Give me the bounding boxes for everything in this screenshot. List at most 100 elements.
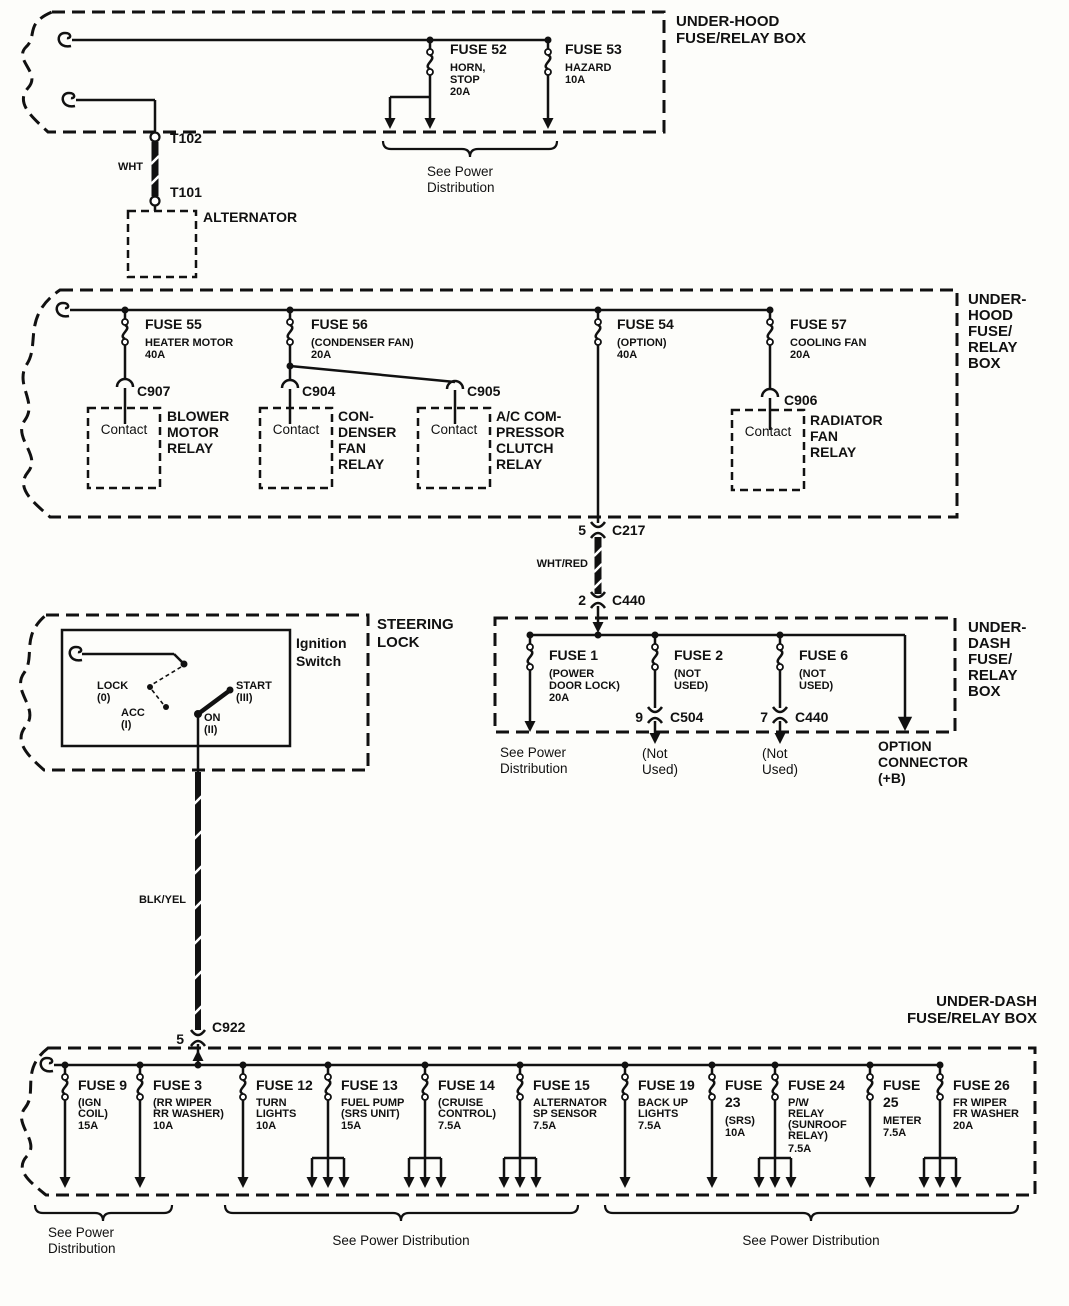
- pos-lock-1: (0): [97, 692, 111, 704]
- fuse56-desc: (CONDENSER FAN): [311, 337, 414, 349]
- fuse-symbol: [515, 1060, 525, 1107]
- condenser-relay-3: RELAY: [338, 456, 385, 472]
- arrow-down-icon: [649, 733, 661, 744]
- underdash-bottom-section: UNDER-DASH FUSE/RELAY BOX FUSE 9 (IGN CO…: [20, 993, 1037, 1256]
- condenser-relay-contact: Contact: [273, 422, 320, 437]
- connector-c906-icon: [760, 387, 780, 399]
- c440b-label: C440: [795, 709, 829, 725]
- pos-on-0: ON: [204, 712, 221, 724]
- underhood-main-title-2: FUSE/: [968, 323, 1013, 340]
- fuse12-name: FUSE 12: [256, 1077, 313, 1093]
- fuse57-rating: 20A: [790, 349, 810, 361]
- arrow-down-icon: [403, 1177, 415, 1188]
- fuse-symbol: [425, 35, 435, 82]
- fuse24-desc-2: (SUNROOF: [788, 1119, 847, 1131]
- pos-acc-1: (I): [121, 719, 132, 731]
- see-power-left-1: Distribution: [48, 1241, 116, 1256]
- fuse54-rating: 40A: [617, 349, 637, 361]
- fuse24-desc-3: RELAY): [788, 1130, 828, 1142]
- fuse1-rating: 20A: [549, 692, 569, 704]
- fuse12-rating: 10A: [256, 1120, 276, 1132]
- fuse12-desc-0: TURN: [256, 1097, 287, 1109]
- steering-title-1: LOCK: [377, 634, 420, 651]
- fuse-symbol: [650, 630, 660, 677]
- connector-c504-icon: [646, 705, 664, 725]
- see-power-brace-right: [603, 1204, 1020, 1222]
- fuse13-rating: 15A: [341, 1120, 361, 1132]
- wht-red-label: WHT/RED: [537, 558, 588, 570]
- arrow-down-icon: [384, 118, 396, 129]
- condenser-relay-1: DENSER: [338, 424, 396, 440]
- fuse-12-branch: FUSE 12 TURN LIGHTS 10A: [237, 1060, 313, 1188]
- condenser-relay-2: FAN: [338, 440, 366, 456]
- top-bus-wires: [57, 31, 548, 131]
- fuse2-desc-1: USED): [674, 680, 709, 692]
- radiator-relay-1: FAN: [810, 428, 838, 444]
- c440-pin: 2: [578, 592, 586, 608]
- fuse3-name: FUSE 3: [153, 1077, 202, 1093]
- underdash-mid-title-0: UNDER-: [968, 619, 1026, 636]
- wire-continuation-icon: [39, 1056, 55, 1073]
- fuse55-desc: HEATER MOTOR: [145, 337, 233, 349]
- see-power-top-0: See Power: [427, 164, 494, 179]
- underhood-main-title-0: UNDER-: [968, 291, 1026, 308]
- c217-pin: 5: [578, 522, 586, 538]
- fuse54-name: FUSE 54: [617, 316, 674, 332]
- fuse-55-branch: FUSE 55 HEATER MOTOR 40A C907 Contact BL…: [86, 305, 233, 490]
- fuse2-desc-0: (NOT: [674, 668, 701, 680]
- fuse-24-branch: FUSE 24 P/W RELAY (SUNROOF RELAY) 7.5A: [753, 1060, 847, 1188]
- condenser-relay-0: CON-: [338, 408, 374, 424]
- c922-pin: 5: [176, 1031, 184, 1047]
- fuse14-desc-0: (CRUISE: [438, 1097, 483, 1109]
- fuse-56-branch: FUSE 56 (CONDENSER FAN) 20A C904 Contact…: [258, 305, 564, 490]
- fuse57-desc: COOLING FAN: [790, 337, 866, 349]
- arrow-down-icon: [498, 1177, 510, 1188]
- fuse-3-branch: FUSE 3 (RR WIPER RR WASHER) 10A: [134, 1060, 224, 1188]
- fuse-symbol: [285, 305, 295, 352]
- t101-label: T101: [170, 184, 202, 200]
- radiator-relay-2: RELAY: [810, 444, 857, 460]
- connector-c907-icon: [115, 377, 135, 389]
- arrow-down-icon: [530, 1177, 542, 1188]
- fuse14-name: FUSE 14: [438, 1077, 495, 1093]
- fuse-14-branch: FUSE 14 (CRUISE CONTROL) 7.5A: [403, 1060, 496, 1188]
- connector-c904-icon: [280, 378, 300, 390]
- fuse26-desc-0: FR WIPER: [953, 1097, 1007, 1109]
- fuse-symbol: [60, 1060, 70, 1107]
- fuse-symbol: [765, 305, 775, 352]
- fuse-symbol: [120, 305, 130, 352]
- ignition-switch-contacts: LOCK (0) ACC (I) ON (II) START (III): [68, 645, 272, 772]
- underdash-mid-title-1: DASH: [968, 635, 1011, 652]
- option-label-2: (+B): [878, 770, 906, 786]
- arrow-down-icon: [424, 118, 436, 129]
- pos-start-1: (III): [236, 692, 253, 704]
- fuse-symbol: [620, 1060, 630, 1107]
- fuse26-name: FUSE 26: [953, 1077, 1010, 1093]
- fuse55-name: FUSE 55: [145, 316, 202, 332]
- fuse9-desc-1: COIL): [78, 1108, 108, 1120]
- fuse-symbol: [865, 1060, 875, 1107]
- see-power-mid: See Power Distribution: [332, 1233, 469, 1248]
- underdash-bottom-title-1: FUSE/RELAY BOX: [907, 1010, 1037, 1027]
- ac-relay-1: PRESSOR: [496, 424, 564, 440]
- fuse12-desc-1: LIGHTS: [256, 1108, 296, 1120]
- wire-continuation-icon: [57, 31, 73, 48]
- fuse25-name-1: 25: [883, 1094, 899, 1110]
- option-connector-branch: OPTION CONNECTOR (+B): [878, 635, 968, 786]
- radiator-relay-box: [730, 408, 806, 492]
- arrow-down-icon: [592, 622, 604, 633]
- underhood-top-title-line1: UNDER-HOOD: [676, 13, 779, 30]
- arrow-down-icon: [785, 1177, 797, 1188]
- connector-c440b-icon: [771, 705, 789, 725]
- see-power-brace-mid: [223, 1204, 580, 1222]
- fuse15-name: FUSE 15: [533, 1077, 590, 1093]
- arrow-down-icon: [338, 1177, 350, 1188]
- underdash-mid-title-3: RELAY: [968, 667, 1017, 684]
- fuse9-name: FUSE 9: [78, 1077, 127, 1093]
- blower-relay-2: RELAY: [167, 440, 214, 456]
- arrow-down-icon: [897, 716, 913, 731]
- arrow-up-icon: [192, 1050, 204, 1061]
- fuse-symbol: [593, 305, 603, 352]
- blower-relay-box: [86, 406, 162, 490]
